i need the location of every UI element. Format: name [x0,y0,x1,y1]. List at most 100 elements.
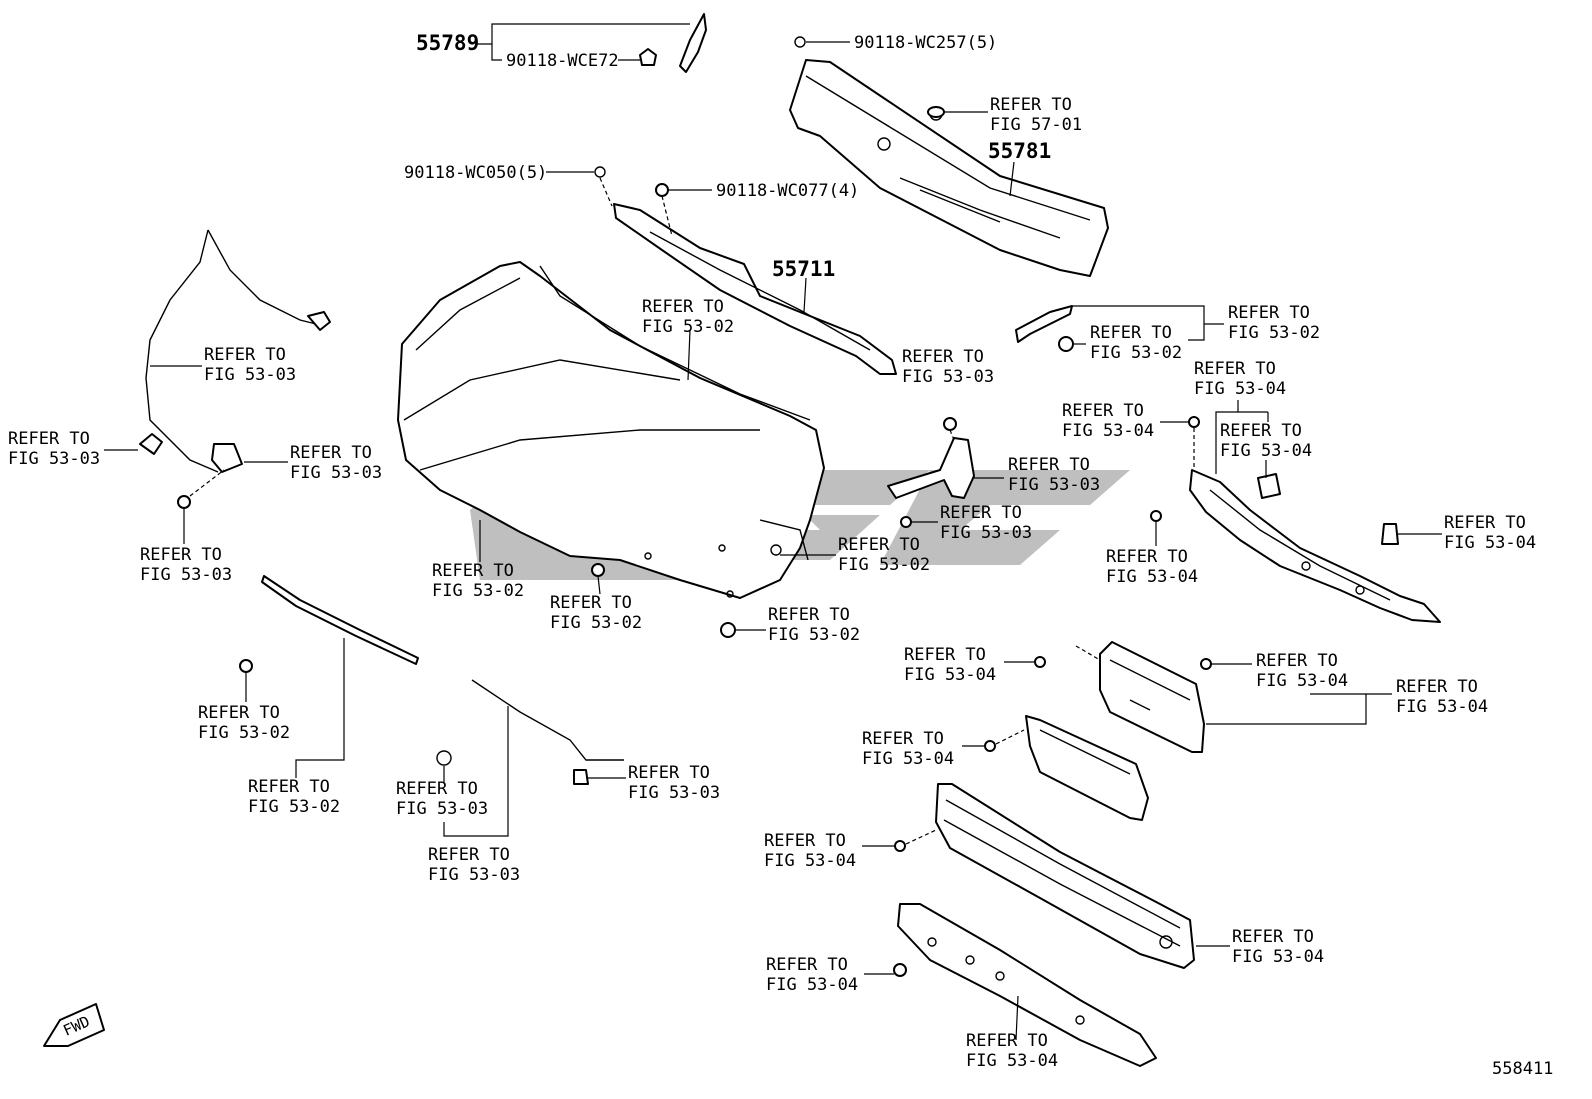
svg-text:REFER TO: REFER TO [904,645,986,665]
svg-text:FIG 53-04: FIG 53-04 [904,665,996,685]
svg-text:REFER TO: REFER TO [8,429,90,449]
cowl-side-trim [639,13,707,73]
hood-release-cable [139,229,331,473]
ref-callout: REFER TO FIG 53-03 [290,443,382,483]
svg-text:FIG 53-03: FIG 53-03 [428,865,520,885]
svg-text:REFER TO: REFER TO [862,729,944,749]
svg-text:REFER TO: REFER TO [966,1031,1048,1051]
ref-callout: REFER TO FIG 53-04 [764,831,856,871]
svg-text:REFER TO: REFER TO [766,955,848,975]
svg-text:REFER TO: REFER TO [902,347,984,367]
svg-text:REFER TO: REFER TO [550,593,632,613]
svg-text:FIG 53-04: FIG 53-04 [966,1051,1058,1071]
ref-callout: REFER TO FIG 53-02 [642,297,734,337]
radiator-support-upper [1189,469,1441,623]
ref-callout: REFER TO FIG 53-02 [432,561,524,601]
ref-callout: REFER TO FIG 53-04 [1444,513,1536,553]
svg-text:REFER TO: REFER TO [628,763,710,783]
ref-callout: REFER TO FIG 53-03 [8,429,100,469]
svg-text:FIG 53-02: FIG 53-02 [1090,343,1182,363]
svg-text:REFER TO: REFER TO [1008,455,1090,475]
hood-support-rod [471,679,624,785]
ref-callout: REFER TO FIG 53-04 [1194,359,1286,399]
ref-callout: REFER TO FIG 53-04 [966,1031,1058,1071]
svg-text:FIG 53-04: FIG 53-04 [1194,379,1286,399]
ref-callout: REFER TO FIG 53-03 [428,845,520,885]
part-number-cowl-side-clip: 90118-WCE72 [506,51,619,71]
grille-inner [1025,715,1149,821]
part-number-cowl-top-panel: 55781 [988,139,1051,163]
ref-callout: REFER TO FIG 53-03 [204,345,296,385]
svg-text:REFER TO: REFER TO [1256,651,1338,671]
svg-text:REFER TO: REFER TO [940,503,1022,523]
hood-panel [397,261,825,599]
svg-text:REFER TO: REFER TO [140,545,222,565]
svg-text:REFER TO: REFER TO [432,561,514,581]
svg-text:FIG 53-04: FIG 53-04 [1106,567,1198,587]
hood-seal [261,575,419,665]
figure-id: 558411 [1492,1059,1553,1079]
part-number-cowl-top-screw: 90118-WC257(5) [854,33,997,53]
part-number-cowl-inner-panel: 55711 [772,257,835,281]
svg-text:REFER TO: REFER TO [1106,547,1188,567]
ref-callout: REFER TO FIG 53-02 [1228,303,1320,343]
svg-text:FIG 53-03: FIG 53-03 [396,799,488,819]
svg-text:FIG 57-01: FIG 57-01 [990,115,1082,135]
ref-callout: REFER TO FIG 53-04 [1220,421,1312,461]
svg-text:FIG 53-03: FIG 53-03 [1008,475,1100,495]
svg-text:FIG 53-02: FIG 53-02 [248,797,340,817]
ref-callout: REFER TO FIG 53-03 [140,545,232,585]
svg-text:FIG 53-02: FIG 53-02 [642,317,734,337]
svg-text:REFER TO: REFER TO [428,845,510,865]
hood-hinge [887,437,975,499]
svg-text:FIG 53-04: FIG 53-04 [1232,947,1324,967]
ref-callout: REFER TO FIG 53-04 [1232,927,1324,967]
ref-callout: REFER TO FIG 53-04 [1106,547,1198,587]
svg-text:FIG 53-02: FIG 53-02 [1228,323,1320,343]
svg-text:REFER TO: REFER TO [990,95,1072,115]
svg-text:FIG 53-04: FIG 53-04 [1220,441,1312,461]
svg-text:REFER TO: REFER TO [290,443,372,463]
svg-text:FIG 53-02: FIG 53-02 [838,555,930,575]
ref-callout: REFER TO FIG 53-04 [862,729,954,769]
svg-text:FIG 53-02: FIG 53-02 [432,581,524,601]
svg-text:FIG 53-03: FIG 53-03 [290,463,382,483]
part-number-cowl-inner-clip: 90118-WC077(4) [716,181,859,201]
svg-text:REFER TO: REFER TO [1396,677,1478,697]
svg-text:FIG 53-04: FIG 53-04 [1062,421,1154,441]
ref-callout: REFER TO FIG 53-02 [248,777,340,817]
ref-callout: REFER TO FIG 53-04 [1396,677,1488,717]
cowl-top-panel [789,59,1109,277]
svg-text:FIG 53-04: FIG 53-04 [764,851,856,871]
svg-text:FIG 53-03: FIG 53-03 [140,565,232,585]
svg-text:FIG 53-03: FIG 53-03 [8,449,100,469]
lower-support-bracket [897,903,1157,1067]
ref-callout: REFER TO FIG 53-02 [550,593,642,633]
ref-callout: REFER TO FIG 53-03 [940,503,1032,543]
svg-text:FIG 53-04: FIG 53-04 [862,749,954,769]
cowl-inner-panel [613,203,897,375]
svg-text:REFER TO: REFER TO [1090,323,1172,343]
svg-text:REFER TO: REFER TO [1232,927,1314,947]
svg-text:REFER TO: REFER TO [1228,303,1310,323]
ref-callout: REFER TO FIG 53-03 [628,763,720,803]
svg-text:FIG 53-04: FIG 53-04 [766,975,858,995]
ref-callout: REFER TO FIG 53-03 [902,347,994,387]
svg-text:FIG 53-03: FIG 53-03 [940,523,1032,543]
svg-text:REFER TO: REFER TO [1062,401,1144,421]
part-number-cowl-side-trim: 55789 [416,31,479,55]
svg-text:REFER TO: REFER TO [248,777,330,797]
svg-text:REFER TO: REFER TO [396,779,478,799]
ref-callout: REFER TO FIG 53-03 [396,779,488,819]
svg-text:REFER TO: REFER TO [1194,359,1276,379]
ref-callout: REFER TO FIG 53-03 [1008,455,1100,495]
svg-text:FIG 53-04: FIG 53-04 [1444,533,1536,553]
svg-text:REFER TO: REFER TO [768,605,850,625]
ref-callout: REFER TO FIG 53-02 [198,703,290,743]
svg-text:REFER TO: REFER TO [204,345,286,365]
svg-text:FIG 53-02: FIG 53-02 [768,625,860,645]
fwd-arrow: FWD [43,1003,105,1047]
svg-text:FIG 53-03: FIG 53-03 [204,365,296,385]
air-guide [1099,641,1205,753]
